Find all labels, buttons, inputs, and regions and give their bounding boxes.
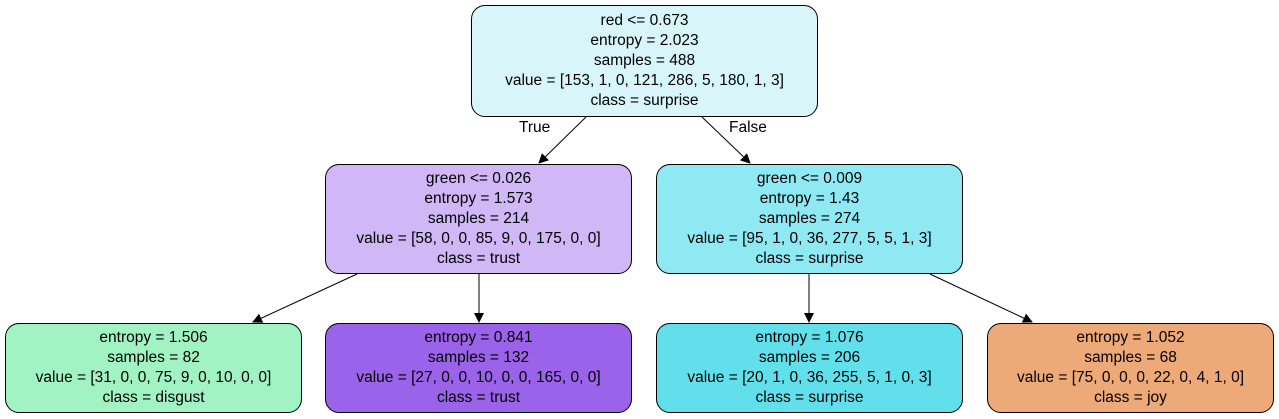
tree-leaf-trust: entropy = 0.841 samples = 132 value = [2…: [325, 323, 632, 413]
node-samples: samples = 206: [758, 349, 861, 366]
node-class: class = surprise: [755, 389, 864, 406]
edge-left-leaf1: [252, 273, 358, 323]
node-class: class = joy: [1094, 389, 1167, 406]
node-entropy: entropy = 1.506: [99, 329, 208, 346]
node-samples: samples = 132: [427, 349, 530, 366]
tree-leaf-disgust: entropy = 1.506 samples = 82 value = [31…: [5, 323, 302, 413]
node-value: value = [95, 1, 0, 36, 277, 5, 5, 1, 3]: [687, 230, 932, 247]
node-class: class = surprise: [590, 92, 699, 109]
edge-label-true: True: [519, 119, 551, 136]
edge-root-left: [538, 116, 587, 164]
node-value: value = [27, 0, 0, 10, 0, 0, 165, 0, 0]: [356, 369, 601, 386]
tree-node-root: red <= 0.673 entropy = 2.023 samples = 4…: [471, 5, 818, 117]
edge-label-false: False: [729, 119, 767, 136]
node-samples: samples = 488: [593, 52, 696, 69]
node-value: value = [58, 0, 0, 85, 9, 0, 175, 0, 0]: [356, 230, 601, 247]
node-entropy: entropy = 1.43: [759, 190, 860, 207]
node-split-rule: red <= 0.673: [600, 12, 689, 29]
node-class: class = trust: [436, 389, 521, 406]
node-class: class = disgust: [102, 389, 205, 406]
node-entropy: entropy = 1.573: [424, 190, 533, 207]
node-value: value = [75, 0, 0, 0, 22, 0, 4, 1, 0]: [1016, 369, 1245, 386]
tree-leaf-surprise: entropy = 1.076 samples = 206 value = [2…: [656, 323, 963, 413]
node-value: value = [20, 1, 0, 36, 255, 5, 1, 0, 3]: [687, 369, 932, 386]
node-samples: samples = 68: [1084, 349, 1177, 366]
node-entropy: entropy = 2.023: [590, 32, 699, 49]
edge-root-right: [701, 116, 751, 164]
tree-leaf-joy: entropy = 1.052 samples = 68 value = [75…: [987, 323, 1274, 413]
tree-node-left: green <= 0.026 entropy = 1.573 samples =…: [325, 164, 632, 274]
tree-node-right: green <= 0.009 entropy = 1.43 samples = …: [656, 164, 963, 274]
node-entropy: entropy = 0.841: [424, 329, 533, 346]
node-class: class = surprise: [755, 250, 864, 267]
node-entropy: entropy = 1.076: [755, 329, 864, 346]
node-entropy: entropy = 1.052: [1076, 329, 1185, 346]
node-value: value = [153, 1, 0, 121, 286, 5, 180, 1,…: [505, 72, 784, 89]
node-split-rule: green <= 0.026: [425, 170, 532, 187]
node-samples: samples = 274: [758, 210, 861, 227]
edge-right-leaf4: [929, 273, 1033, 323]
node-class: class = trust: [436, 250, 521, 267]
node-samples: samples = 214: [427, 210, 530, 227]
node-split-rule: green <= 0.009: [756, 170, 863, 187]
node-value: value = [31, 0, 0, 75, 9, 0, 10, 0, 0]: [35, 369, 272, 386]
node-samples: samples = 82: [107, 349, 200, 366]
